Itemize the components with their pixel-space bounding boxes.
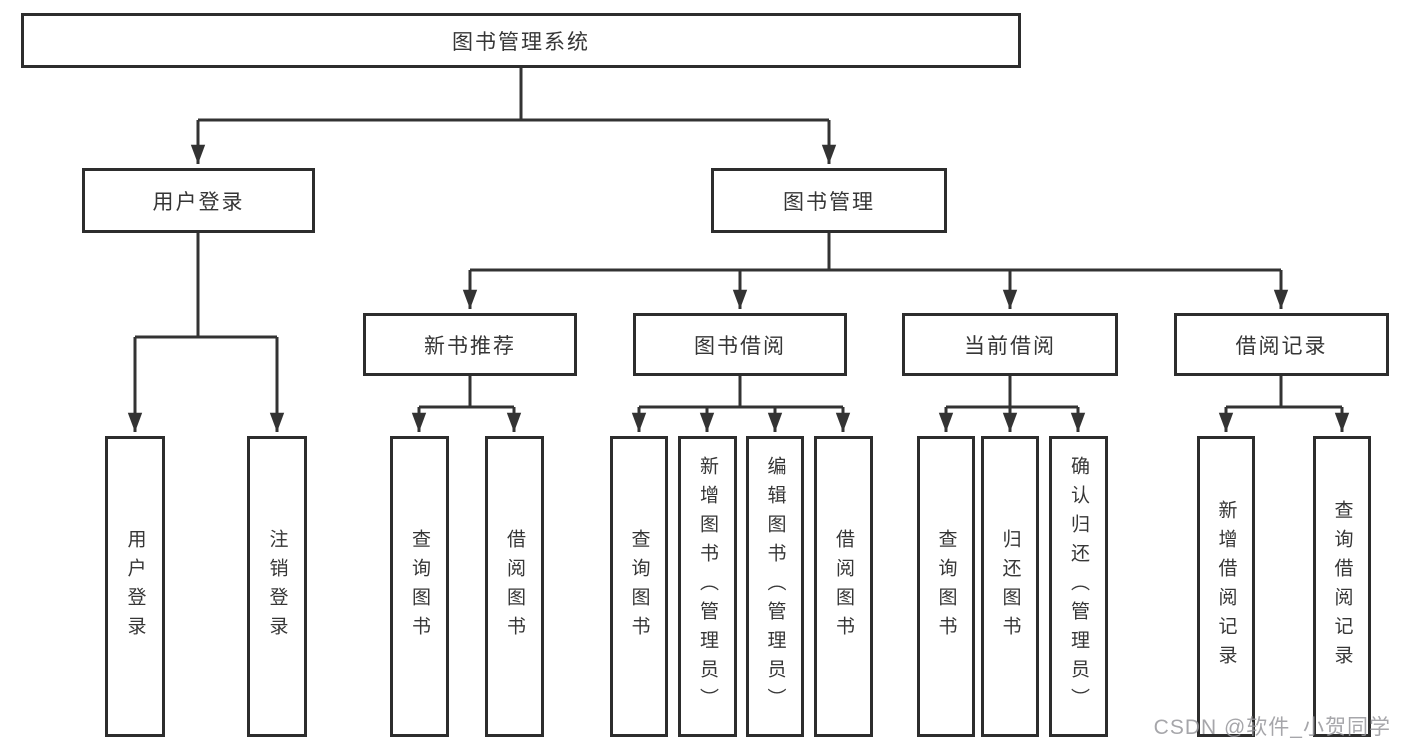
- leaf-logout: 注销登录: [247, 436, 307, 737]
- leaf-borrow-books: 借阅图书: [485, 436, 544, 737]
- node-user-login: 用户登录: [82, 168, 315, 233]
- leaf-confirm-return-admin: 确认归还（管理员）: [1049, 436, 1108, 737]
- node-book-management: 图书管理: [711, 168, 947, 233]
- node-new-book-recommend: 新书推荐: [363, 313, 577, 376]
- leaf-edit-books-admin: 编辑图书（管理员）: [746, 436, 804, 737]
- leaf-add-borrow-record: 新增借阅记录: [1197, 436, 1255, 737]
- leaf-borrow-books-2: 借阅图书: [814, 436, 873, 737]
- leaf-add-books-admin: 新增图书（管理员）: [678, 436, 737, 737]
- node-current-borrow: 当前借阅: [902, 313, 1118, 376]
- node-library-system: 图书管理系统: [21, 13, 1021, 68]
- csdn-watermark: CSDN @软件_小贺同学: [1153, 716, 1391, 739]
- leaf-query-borrow-record: 查询借阅记录: [1313, 436, 1371, 737]
- leaf-query-books: 查询图书: [390, 436, 449, 737]
- node-borrow-records: 借阅记录: [1174, 313, 1389, 376]
- leaf-query-books-3: 查询图书: [917, 436, 975, 737]
- leaf-query-books-2: 查询图书: [610, 436, 668, 737]
- leaf-return-books: 归还图书: [981, 436, 1039, 737]
- leaf-user-login: 用户登录: [105, 436, 165, 737]
- node-book-borrow: 图书借阅: [633, 313, 847, 376]
